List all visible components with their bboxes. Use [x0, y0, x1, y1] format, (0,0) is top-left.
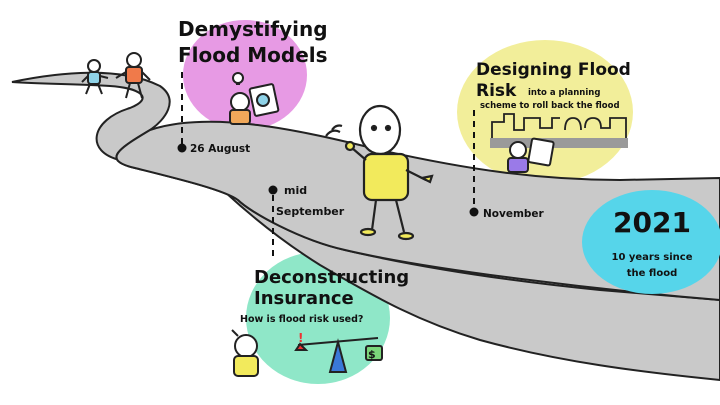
planning-subtitle-line1: into a planning: [528, 88, 600, 98]
insurance-subtitle: How is flood risk used?: [240, 314, 363, 325]
walking-figure-icon: [325, 104, 434, 241]
models-title-line2: Flood Models: [178, 43, 328, 67]
planning-title-line2: Risk: [476, 81, 517, 101]
walking-people-icon: [81, 52, 151, 99]
modeler-figure-icon: [229, 72, 280, 125]
planning-subtitle-line2: scheme to roll back the flood: [480, 101, 620, 111]
anniversary-year: 2021: [613, 206, 691, 239]
models-title-line1: Demystifying: [178, 17, 328, 41]
scales-icon: ! $: [294, 331, 383, 373]
dot-models: [177, 143, 187, 153]
insurance-title-line1: Deconstructing: [254, 267, 409, 288]
anniversary-blob: [582, 190, 720, 294]
planner-figure-icon: [507, 137, 555, 173]
insurance-title-line2: Insurance: [254, 288, 354, 309]
insurance-date-line1: mid: [284, 184, 307, 197]
svg-text:!: !: [298, 331, 303, 345]
anniversary-line1: 10 years since: [611, 252, 692, 263]
insurance-date-line2: September: [276, 205, 345, 218]
dot-insurance: [268, 185, 278, 195]
anniversary-line2: the flood: [627, 268, 677, 279]
dot-planning: [469, 207, 479, 217]
planning-title-line1: Designing Flood: [476, 60, 631, 80]
svg-text:$: $: [368, 348, 376, 361]
insurance-figure-icon: [231, 329, 259, 377]
planning-date: November: [483, 208, 545, 220]
city-skyline-icon: [490, 113, 628, 148]
models-date: 26 August: [190, 143, 250, 155]
